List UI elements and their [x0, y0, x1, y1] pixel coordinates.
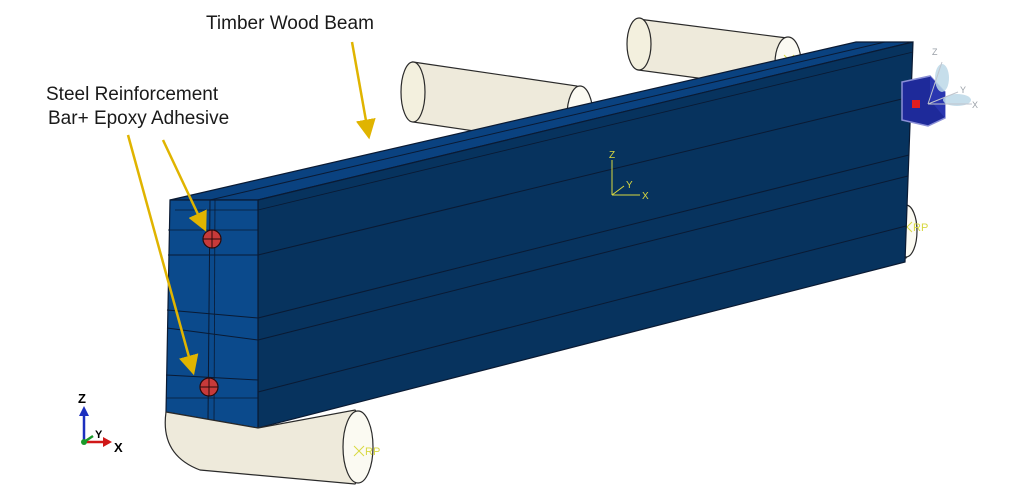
triad-label-y: Y	[95, 429, 103, 441]
beam-partition-line	[257, 96, 911, 256]
beam-partition-line	[209, 41, 886, 201]
rp-label: RP	[365, 446, 380, 458]
beam-partition-line	[257, 154, 910, 319]
beam-label: Timber Wood Beam	[206, 13, 374, 34]
rotation-disc-icon	[943, 94, 971, 106]
rp-label: RP	[913, 222, 928, 234]
beam-partition-line	[257, 225, 907, 393]
local-axis-z: Z	[609, 150, 615, 161]
rebar-arrow-top	[161, 139, 207, 232]
view-cube-origin	[912, 100, 920, 108]
view-cube[interactable]: Z Y X	[901, 47, 978, 127]
reinforcement-label-line2: Bar+ Epoxy Adhesive	[48, 108, 229, 129]
beam-partition-line	[257, 51, 914, 211]
triad-label-z: Z	[78, 391, 86, 406]
beam-partition-line	[165, 374, 259, 381]
view-cube-axis-y: Y	[960, 85, 966, 95]
timber-beam[interactable]	[165, 41, 914, 429]
rebar-section-bottom[interactable]	[199, 377, 219, 397]
global-axis-triad: Z Y X	[78, 391, 123, 455]
beam-label-arrow	[350, 41, 376, 140]
view-cube-axis-z: Z	[932, 47, 938, 57]
local-csys: Z Y X	[609, 150, 649, 202]
view-cube-axis-x: X	[972, 100, 978, 110]
rebar-section-top[interactable]	[202, 229, 222, 249]
beam-partition-line	[166, 309, 259, 319]
rebar-arrow-bottom	[126, 134, 199, 376]
reinforcement-label-line1: Steel Reinforcement	[46, 84, 219, 105]
roller-front-bottom[interactable]: RP	[164, 409, 380, 485]
triad-label-x: X	[114, 440, 123, 455]
rp-marker: RP	[353, 445, 380, 458]
local-axis-x: X	[642, 191, 649, 202]
beam-partition-line	[257, 175, 909, 341]
local-axis-y: Y	[626, 180, 633, 191]
